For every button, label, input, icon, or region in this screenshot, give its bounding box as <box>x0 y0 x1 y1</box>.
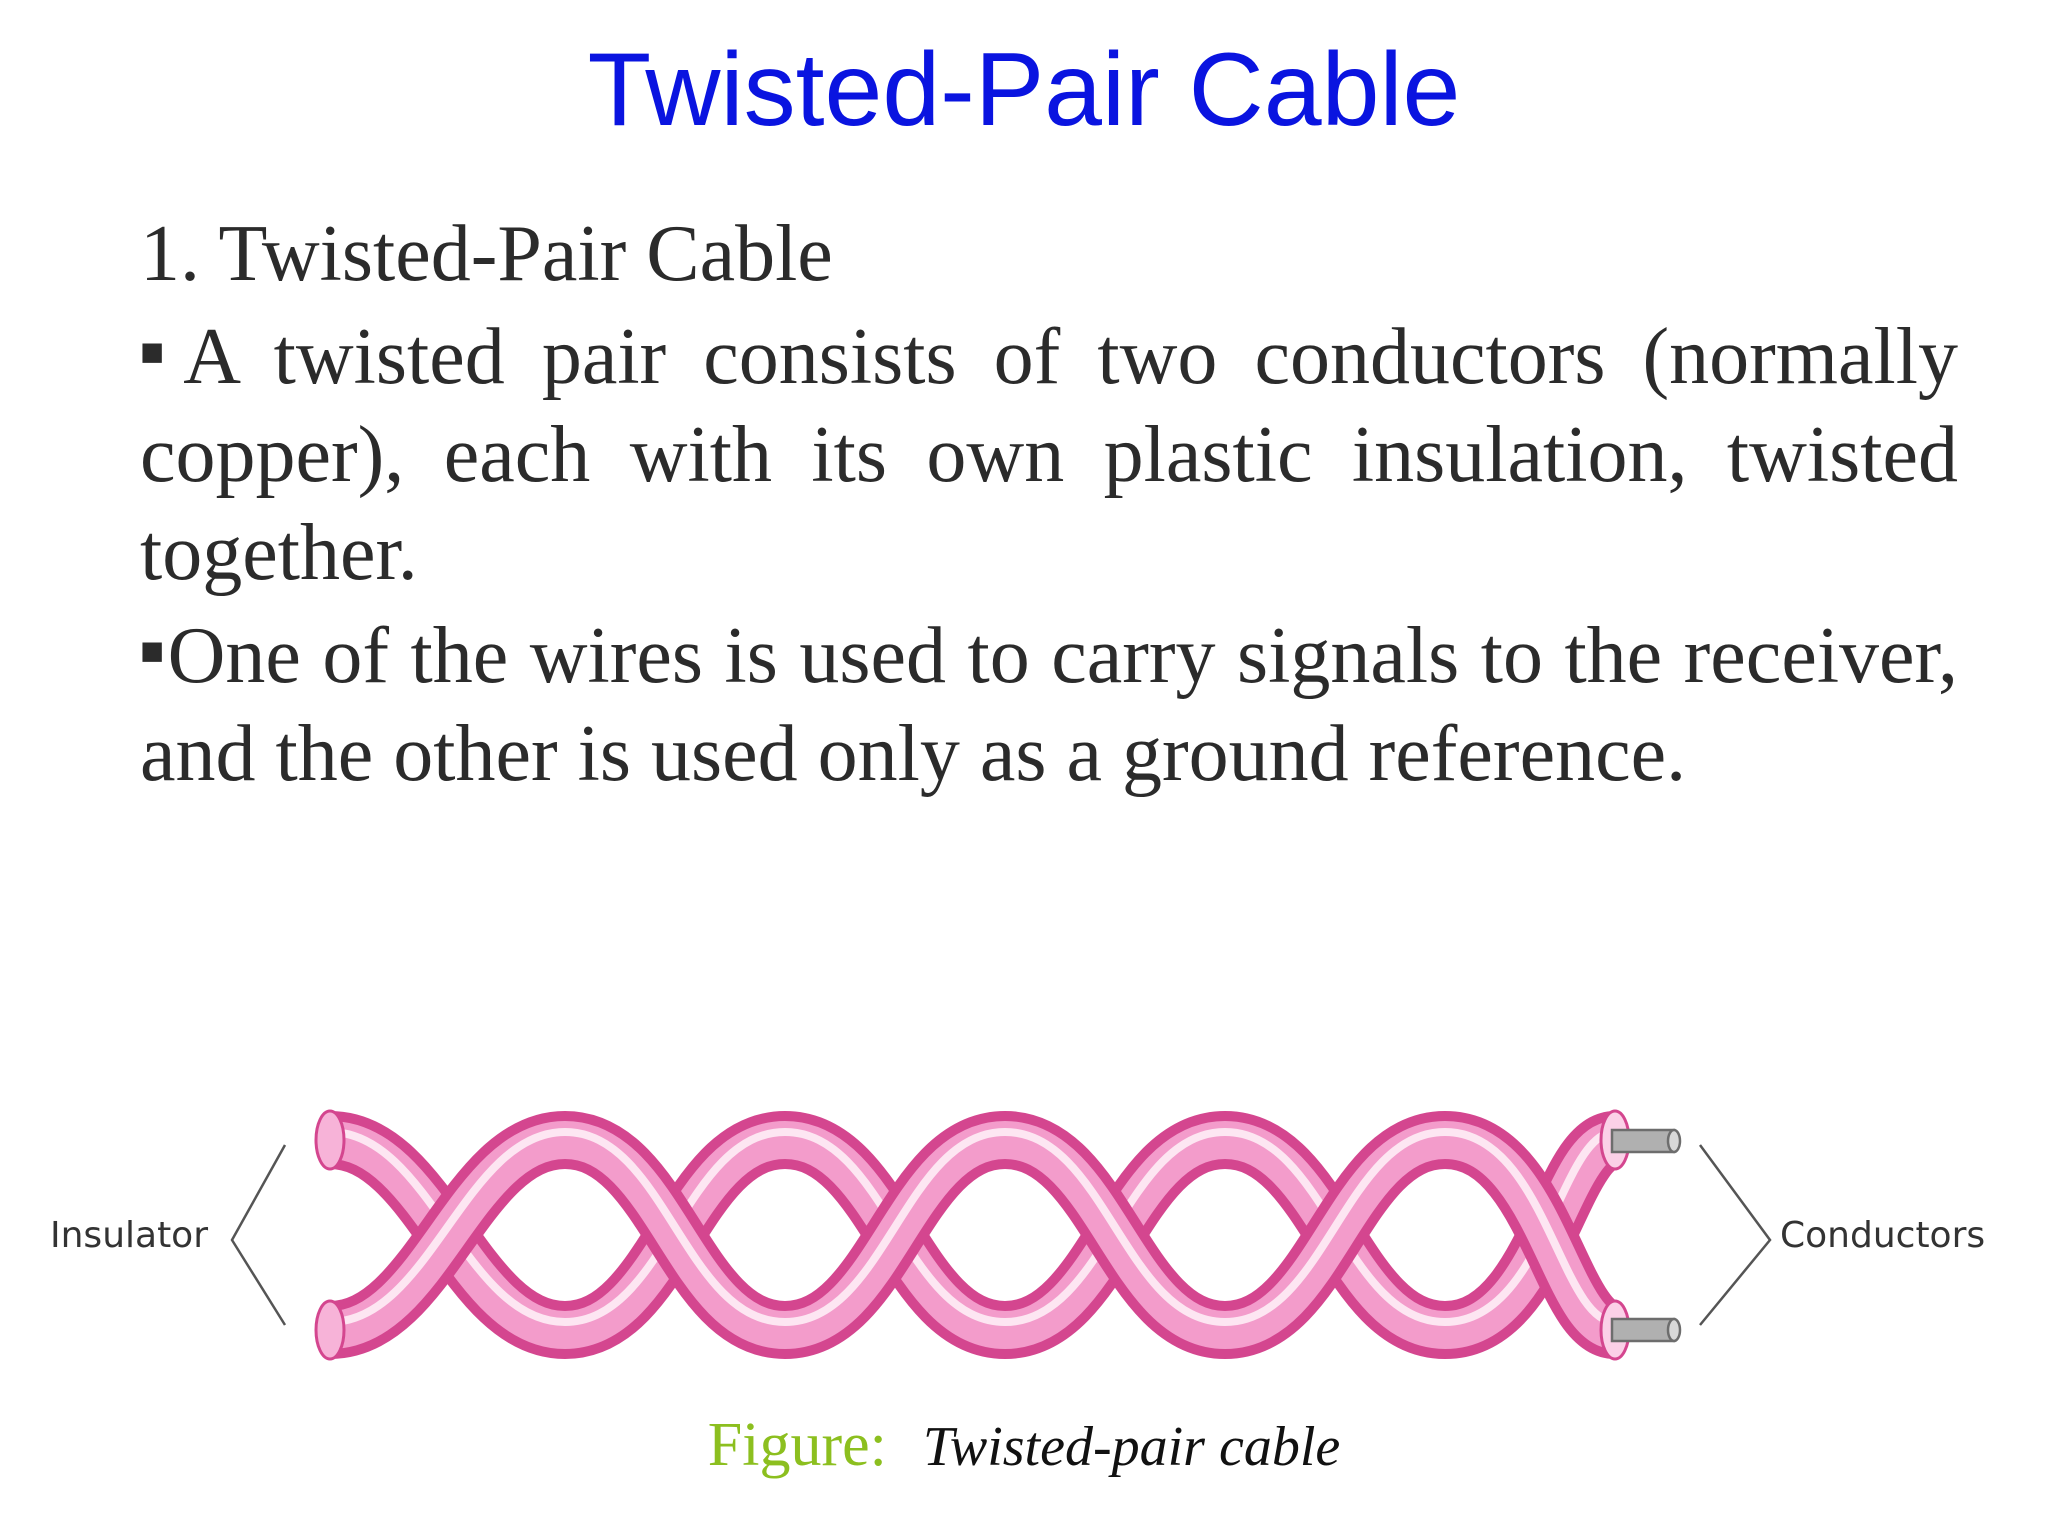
square-bullet-icon: ■ <box>140 329 182 374</box>
conductors-bracket <box>1698 1144 1772 1326</box>
bullet-item-1: ■A twisted pair consists of two conducto… <box>140 303 1958 602</box>
wire-a <box>327 1110 1621 1360</box>
caption-label: Figure: <box>707 1411 887 1479</box>
caption-text: Twisted-pair cable <box>922 1416 1341 1478</box>
conductors-label: Conductors <box>1780 1215 1986 1256</box>
section-heading: 1. Twisted-Pair Cable <box>140 210 833 298</box>
bullet-item-2: ■One of the wires is used to carry signa… <box>140 602 1958 803</box>
slide-title: Twisted-Pair Cable <box>587 32 1461 148</box>
wire-b <box>327 1110 1621 1360</box>
square-bullet-icon: ■ <box>140 628 166 673</box>
slide-body: 1. Twisted-Pair Cable ■A twisted pair co… <box>140 205 1958 803</box>
conductor-ends <box>1599 1109 1682 1361</box>
insulator-left-ends <box>314 1109 346 1361</box>
bullet-text-1: A twisted pair consists of two conductor… <box>140 313 1958 597</box>
twisted-pair-diagram <box>230 1109 1772 1361</box>
bullet-text-2: One of the wires is used to carry signal… <box>140 612 1958 798</box>
insulator-label: Insulator <box>50 1215 209 1256</box>
insulator-bracket <box>230 1144 287 1326</box>
figure-caption: Figure: Twisted-pair cable <box>0 1405 2048 1487</box>
